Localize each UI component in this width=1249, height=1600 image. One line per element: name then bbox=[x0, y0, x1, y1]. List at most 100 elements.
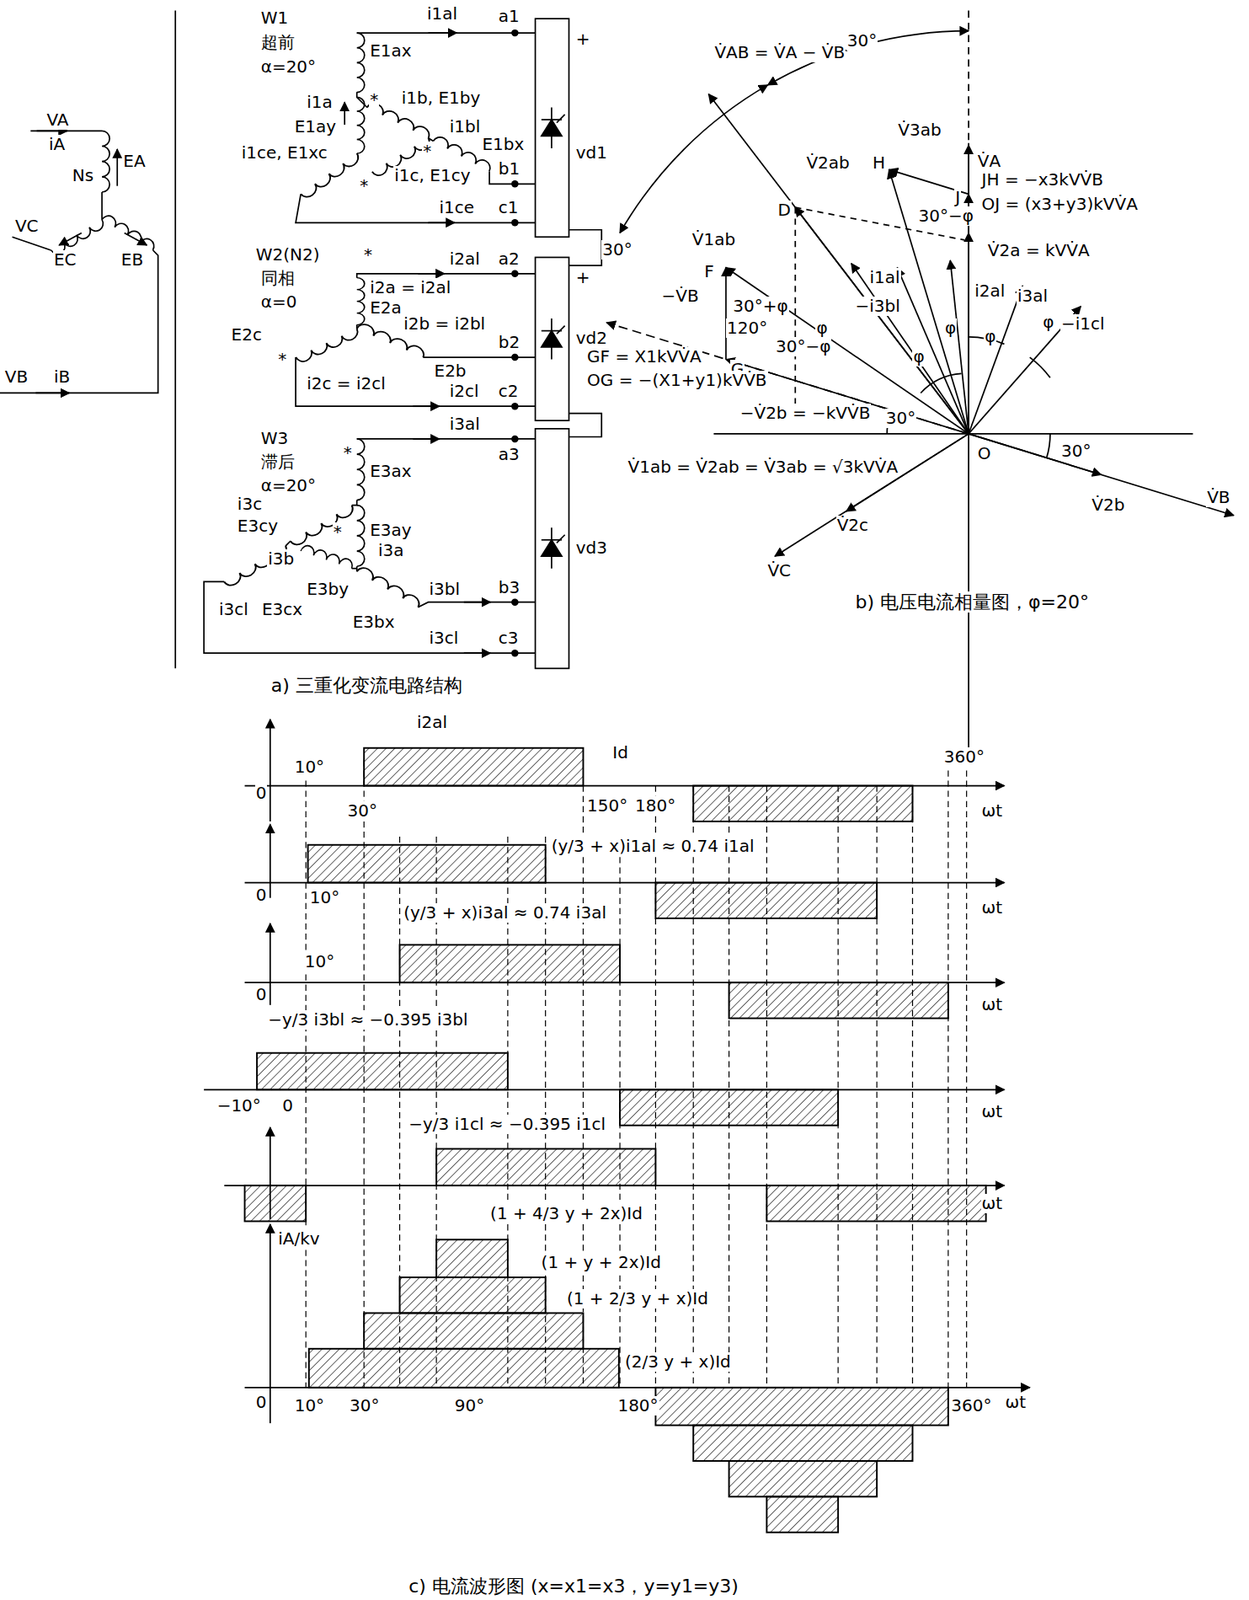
label-text: * bbox=[277, 349, 288, 369]
label-text: (2/3 y + x)Id bbox=[624, 1351, 732, 1372]
label-text: α=0 bbox=[260, 292, 299, 312]
label-text: i1a bbox=[305, 92, 334, 113]
label-text: * bbox=[358, 176, 369, 196]
label-text: W2(N2) bbox=[255, 245, 321, 265]
label-text: i1c, E1cy bbox=[393, 165, 471, 186]
label-text: (1 + y + 2x)Id bbox=[540, 1252, 662, 1272]
label-text: i3c bbox=[236, 494, 263, 514]
label-text: V̇2b bbox=[1090, 495, 1126, 515]
label-text: E3ax bbox=[368, 461, 412, 481]
label-text: EC bbox=[53, 250, 78, 270]
label-text: V̇1ab = V̇2ab = V̇3ab = √3kVV̇A bbox=[627, 457, 900, 477]
label-text: vd3 bbox=[575, 538, 609, 558]
label-text: ωt bbox=[981, 1193, 1004, 1213]
label-text: c2 bbox=[497, 381, 520, 401]
label-text: E1ay bbox=[293, 117, 337, 137]
label-text: −y/3 i1cl ≈ −0.395 i1cl bbox=[407, 1114, 607, 1134]
label-text: V̇1ab bbox=[691, 229, 737, 250]
label-text: VA bbox=[45, 110, 70, 130]
label-text: −i1cl bbox=[1060, 314, 1106, 334]
label-text: c) 电流波形图 (x=x1=x3，y=y1=y3) bbox=[407, 1574, 740, 1596]
label-text: α=20° bbox=[260, 475, 317, 496]
label-text: φ bbox=[983, 326, 997, 347]
label-text: 同相 bbox=[260, 268, 296, 289]
label-text: V̇C bbox=[766, 560, 792, 581]
label-text: i3b bbox=[266, 549, 295, 569]
label-text: E3ay bbox=[368, 520, 412, 540]
label-text: i2a = i2al bbox=[368, 277, 452, 298]
label-text: a1 bbox=[497, 6, 521, 27]
label-text: E1ax bbox=[368, 41, 412, 61]
label-text: ωt bbox=[1003, 1392, 1027, 1412]
label-text: a3 bbox=[497, 444, 521, 465]
label-text: * bbox=[368, 90, 379, 110]
label-text: φ bbox=[815, 318, 828, 338]
label-text: W3 bbox=[260, 428, 290, 449]
label-text: H bbox=[871, 153, 887, 173]
label-text: 0 bbox=[255, 783, 268, 803]
label-text: 30°+φ bbox=[731, 296, 789, 316]
label-text: 120° bbox=[725, 318, 769, 338]
label-text: 滞后 bbox=[260, 452, 296, 472]
label-text: 10° bbox=[293, 1395, 326, 1415]
label-text: V̇2a = kVV̇A bbox=[987, 240, 1091, 261]
label-text: E3bx bbox=[352, 612, 396, 632]
label-text: 0 bbox=[281, 1095, 294, 1116]
label-text: V̇AB = V̇A − V̇B bbox=[713, 42, 846, 63]
label-text: 360° bbox=[943, 747, 986, 767]
label-text: E2b bbox=[433, 361, 468, 381]
label-text: i1ce, E1xc bbox=[240, 143, 329, 163]
transformer-winding-w2 bbox=[295, 273, 535, 406]
label-text: V̇2c bbox=[836, 515, 870, 535]
label-text: b) 电压电流相量图，φ=20° bbox=[854, 591, 1089, 613]
label-text: Ns bbox=[71, 165, 95, 186]
label-text: * bbox=[421, 141, 433, 161]
label-text: * bbox=[362, 245, 374, 265]
label-text: ωt bbox=[981, 1101, 1004, 1121]
label-text: V̇A bbox=[976, 151, 1002, 171]
primary-winding bbox=[0, 10, 176, 668]
label-text: O bbox=[976, 443, 993, 464]
label-text: * bbox=[332, 522, 343, 542]
label-text: 30° bbox=[1060, 441, 1092, 461]
label-text: E3cx bbox=[261, 599, 304, 620]
label-text: V̇2ab bbox=[805, 153, 850, 173]
label-text: i1b, E1by bbox=[400, 88, 482, 108]
label-text: φ bbox=[1041, 312, 1055, 332]
label-text: b1 bbox=[497, 159, 521, 179]
label-text: * bbox=[342, 443, 353, 463]
label-text: VC bbox=[14, 216, 40, 236]
label-text: E3by bbox=[305, 579, 350, 599]
label-text: 30° bbox=[346, 800, 379, 821]
label-text: iA/kv bbox=[277, 1228, 321, 1249]
label-text: 30°−φ bbox=[774, 336, 832, 357]
label-text: 30° bbox=[846, 31, 878, 51]
label-text: 0 bbox=[255, 885, 268, 905]
label-text: 30° bbox=[348, 1395, 380, 1415]
label-text: J bbox=[954, 187, 961, 208]
label-text: 360° bbox=[950, 1395, 993, 1415]
label-text: c3 bbox=[497, 628, 520, 648]
label-text: + bbox=[575, 29, 592, 49]
label-text: iB bbox=[53, 367, 71, 387]
transformer-winding-w3 bbox=[203, 438, 535, 653]
label-text: i3al bbox=[1016, 286, 1049, 306]
label-text: E3cy bbox=[236, 516, 279, 536]
label-text: EA bbox=[122, 151, 146, 171]
label-text: E2a bbox=[368, 298, 403, 318]
label-text: a) 三重化变流电路结构 bbox=[270, 674, 464, 696]
label-text: b2 bbox=[497, 332, 521, 353]
label-text: 10° bbox=[293, 757, 326, 777]
label-text: 0 bbox=[255, 1392, 268, 1412]
label-text: i1al bbox=[868, 267, 901, 288]
label-text: α=20° bbox=[260, 57, 317, 77]
label-text: i2cl bbox=[448, 381, 481, 401]
label-text: V̇3ab bbox=[896, 120, 942, 140]
label-text: 30° bbox=[885, 408, 917, 428]
label-text: i3cl bbox=[427, 628, 460, 648]
label-text: 0 bbox=[255, 984, 268, 1004]
label-text: OG = −(X1+y1)kVV̇B bbox=[586, 370, 769, 390]
label-text: −y/3 i3bl ≈ −0.395 i3bl bbox=[266, 1009, 469, 1030]
label-text: (y/3 + x)i1al ≈ 0.74 i1al bbox=[550, 836, 756, 856]
